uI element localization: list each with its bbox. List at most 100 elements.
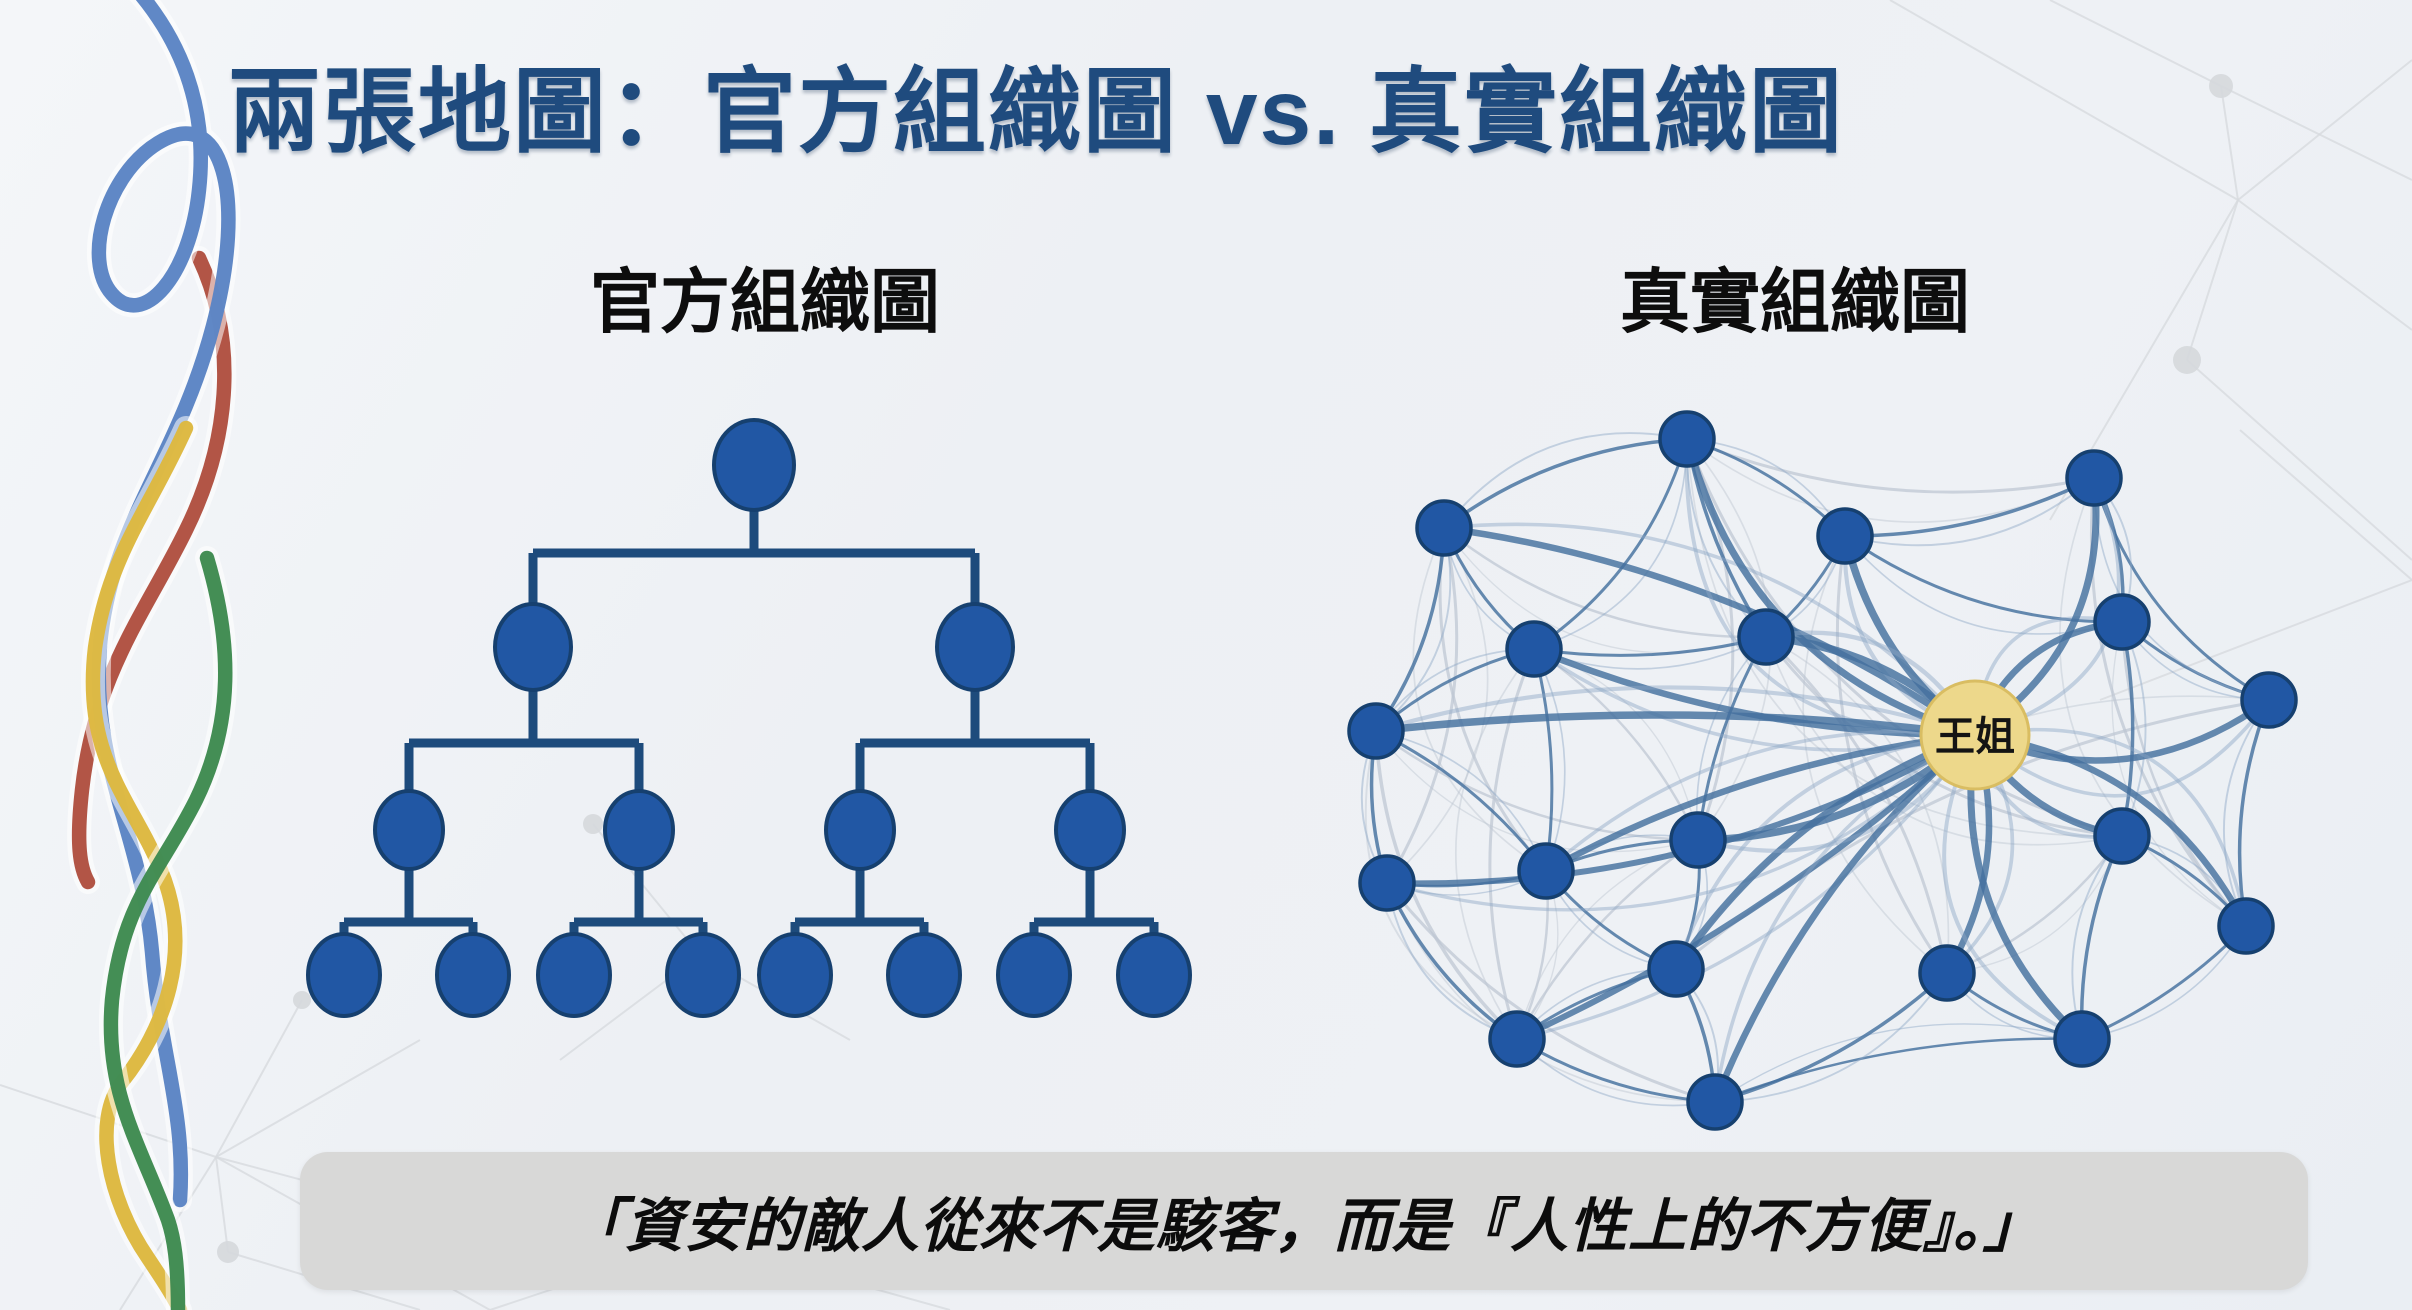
- network-edge: [2081, 924, 2248, 1041]
- network-node: [2093, 807, 2151, 865]
- network-node: [1669, 811, 1727, 869]
- tree-node: [603, 789, 675, 871]
- network-edge: [1375, 527, 1452, 732]
- network-edge: [1443, 527, 1767, 639]
- network-edge: [1375, 685, 1976, 737]
- network-edge: [1533, 647, 1700, 841]
- tree-connector: [790, 830, 929, 975]
- network-edge: [1386, 527, 1489, 884]
- network-edge: [1533, 648, 1566, 872]
- network-edge: [1942, 734, 2083, 1041]
- network-node: [1517, 842, 1575, 900]
- network-edge: [1686, 438, 2095, 523]
- network-edge: [1488, 648, 1536, 1040]
- network-edge: [1711, 732, 1978, 1104]
- network-edge: [2059, 477, 2247, 927]
- hub-label: 王姐: [1935, 715, 2015, 759]
- network-edge: [1412, 527, 1547, 872]
- tree-node: [935, 602, 1015, 692]
- network-edge: [1674, 733, 1976, 970]
- tree-node: [1116, 932, 1192, 1018]
- tree-node: [1054, 789, 1126, 871]
- network-edge: [2092, 477, 2270, 702]
- network-node: [1358, 854, 1416, 912]
- network-edge: [1533, 438, 1689, 651]
- network-edge: [1515, 838, 1699, 1040]
- network-edge: [2081, 925, 2247, 1040]
- quote-bar: 「資安的敵人從來不是駭客，而是『人性上的不方便』。」: [300, 1152, 2308, 1290]
- network-node: [2053, 1010, 2111, 1068]
- network-node: [2240, 671, 2298, 729]
- network-edge: [1713, 733, 1976, 1103]
- network-node: [1488, 1010, 1546, 1068]
- tree-connector: [569, 830, 708, 975]
- network-node: [1918, 944, 1976, 1002]
- tree-node: [996, 932, 1072, 1018]
- network-node: [2093, 593, 2151, 651]
- network-edge: [1443, 432, 1688, 529]
- network-edge: [1714, 971, 1949, 1104]
- tree-node: [373, 789, 445, 871]
- network-edge: [1844, 477, 2095, 547]
- network-edge: [1374, 527, 1446, 733]
- left-chart-label: 官方組織圖: [590, 263, 940, 341]
- org-tree: [306, 418, 1192, 1018]
- network-edge: [1802, 535, 1948, 974]
- tree-connector: [855, 647, 1095, 830]
- network-node: [1658, 410, 1716, 468]
- tree-connector: [404, 647, 644, 830]
- network-node: [1686, 1073, 1744, 1131]
- network-node: [2065, 449, 2123, 507]
- network-edge: [1375, 730, 1699, 853]
- network-edge: [1844, 534, 2123, 624]
- rope-decoration: [67, 0, 241, 1310]
- network-node: [2217, 897, 2275, 955]
- network-edge: [1516, 1038, 1716, 1107]
- tree-node: [665, 932, 741, 1018]
- quote-text: 「資安的敵人從來不是駭客，而是『人性上的不方便』。」: [565, 1194, 2042, 1259]
- network-edge: [1443, 524, 1977, 738]
- network-edge: [1544, 731, 1976, 874]
- page-title: 兩張地圖：官方組織圖 vs. 真實組織圖: [228, 60, 1844, 164]
- network-node: [1737, 608, 1795, 666]
- network-edge: [1686, 438, 2123, 837]
- tree-connector: [1029, 830, 1159, 975]
- network-edge: [1374, 730, 1519, 1041]
- tree-node: [886, 932, 962, 1018]
- hub-node: [1919, 679, 2031, 791]
- network-edge: [1765, 636, 2123, 846]
- network-edge: [1685, 438, 2123, 838]
- network-edge: [1375, 711, 1976, 739]
- network-edge: [1765, 636, 1950, 974]
- tree-node: [712, 418, 796, 512]
- network-edge: [2237, 699, 2271, 927]
- network-edge: [1835, 535, 1949, 974]
- network-edge: [1686, 437, 2095, 494]
- network-edge: [1764, 635, 1949, 974]
- right-chart-label: 真實組織圖: [1620, 263, 1970, 341]
- network-edge: [1533, 635, 1767, 657]
- tree-node: [306, 932, 382, 1018]
- network-node: [1647, 940, 1705, 998]
- network-edge: [1442, 437, 1688, 530]
- tree-node: [757, 932, 833, 1018]
- network-node: [1347, 702, 1405, 760]
- network-node: [1415, 499, 1473, 557]
- network-edge: [1375, 730, 1547, 872]
- network-node: [1816, 507, 1874, 565]
- network-edge: [1364, 730, 1518, 1040]
- network-node: [1505, 620, 1563, 678]
- network-edge: [1516, 734, 1977, 1041]
- network-edge: [1974, 727, 2248, 927]
- tree-node: [824, 789, 896, 871]
- tree-connector: [339, 830, 478, 975]
- tree-node: [435, 932, 511, 1018]
- network-edge: [1714, 1023, 2083, 1103]
- network-edge: [1714, 972, 1948, 1103]
- network-edge: [1375, 729, 1699, 842]
- network-graph: 王姐: [1347, 410, 2298, 1131]
- tree-node: [493, 602, 573, 692]
